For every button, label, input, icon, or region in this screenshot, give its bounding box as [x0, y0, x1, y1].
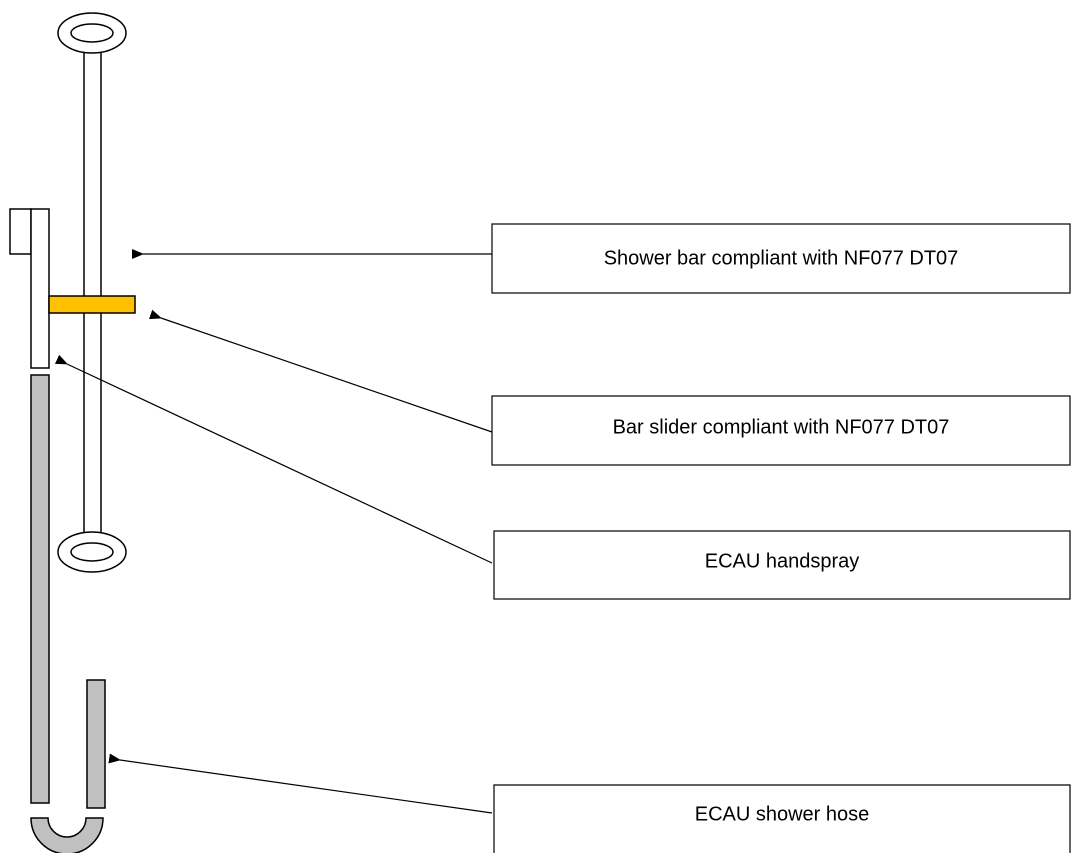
bar-slider	[48, 295, 136, 314]
handspray	[9, 208, 50, 369]
hose-u-bend	[30, 817, 104, 853]
hose-long-segment	[30, 374, 50, 804]
handspray-handle	[30, 208, 50, 369]
bottom-wall-bracket	[57, 531, 127, 573]
handspray-arrow	[54, 354, 493, 564]
top-wall-bracket	[57, 12, 127, 54]
shower-bar-label: Shower bar compliant with NF077 DT07	[604, 247, 959, 269]
shower-hose-label-box: ECAU shower hose	[493, 784, 1071, 853]
handspray-head	[9, 208, 32, 255]
handspray-label-box: ECAU handspray	[493, 530, 1071, 600]
bar-slider-arrow	[148, 309, 493, 433]
bar-slider-label: Bar slider compliant with NF077 DT07	[613, 416, 950, 438]
shower-hose-label: ECAU shower hose	[695, 803, 870, 825]
handspray-label: ECAU handspray	[705, 550, 860, 572]
bar-slider-label-box: Bar slider compliant with NF077 DT07	[491, 395, 1071, 466]
shower-hose	[30, 374, 106, 853]
hose-short-segment	[86, 679, 106, 809]
shower-bar-label-box: Shower bar compliant with NF077 DT07	[491, 223, 1071, 294]
shower-bar-rod	[83, 47, 102, 537]
shower-hose-arrow	[108, 753, 493, 814]
shower-bar	[57, 12, 127, 573]
